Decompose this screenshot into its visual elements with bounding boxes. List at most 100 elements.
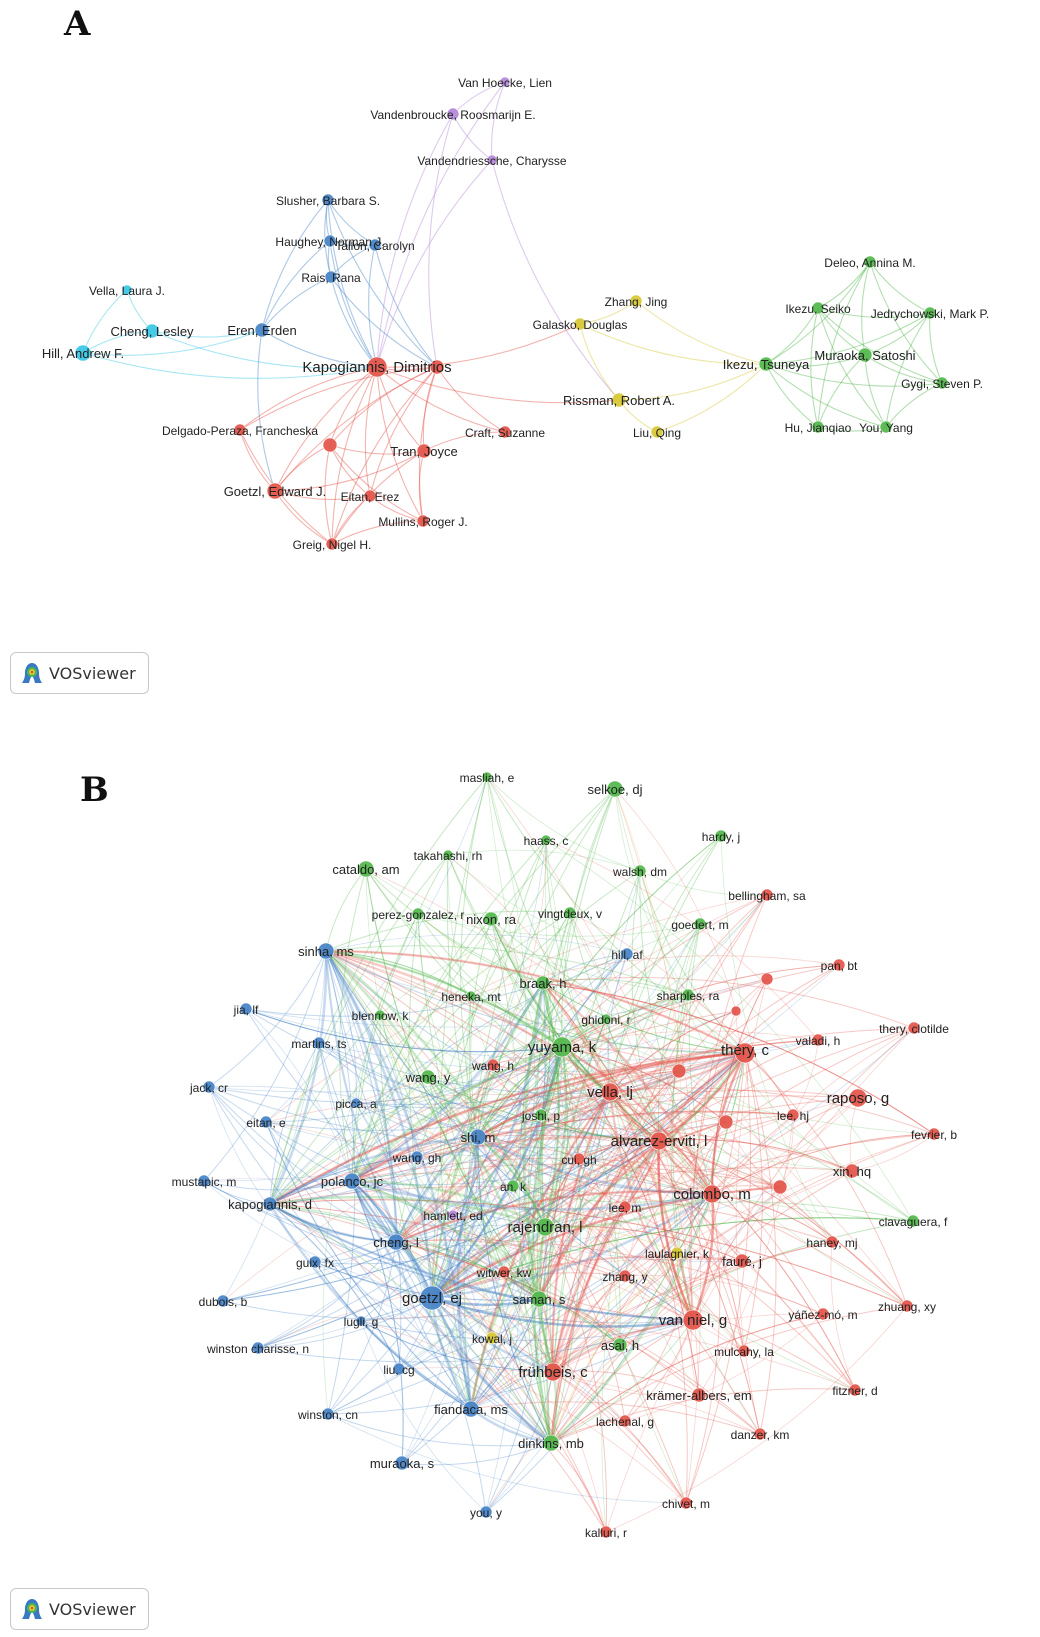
node-red_unlabeled1[interactable] [322, 437, 338, 453]
node-haass[interactable] [540, 834, 552, 846]
node-takahashi[interactable] [442, 849, 454, 861]
node-jia[interactable] [239, 1002, 253, 1016]
node-lachenal[interactable] [618, 1414, 632, 1428]
node-kowal[interactable] [485, 1331, 499, 1345]
node-muraoka[interactable] [394, 1455, 410, 1471]
node-fruhbeis[interactable] [543, 1362, 563, 1382]
node-red_u2[interactable] [730, 1005, 742, 1017]
node-witwer[interactable] [497, 1265, 511, 1279]
node-zhangy[interactable] [618, 1269, 632, 1283]
node-cuigh[interactable] [572, 1152, 586, 1166]
node-goetzl[interactable] [419, 1285, 445, 1311]
node-hill[interactable] [74, 344, 92, 362]
node-cheng[interactable] [387, 1233, 405, 1251]
node-mustapic[interactable] [197, 1174, 211, 1188]
node-fevrier[interactable] [927, 1127, 941, 1141]
node-youy[interactable] [479, 1505, 493, 1519]
node-masliah[interactable] [481, 771, 493, 783]
node-chivet[interactable] [679, 1496, 693, 1510]
node-red_u5[interactable] [772, 1179, 788, 1195]
node-asai[interactable] [612, 1337, 628, 1353]
node-tran[interactable] [416, 443, 432, 459]
node-winstonch[interactable] [251, 1341, 265, 1355]
node-vandenbroucke[interactable] [446, 107, 460, 121]
node-dinkins[interactable] [542, 1434, 560, 1452]
node-red_u1[interactable] [760, 972, 774, 986]
node-you[interactable] [879, 420, 893, 434]
node-danzer[interactable] [753, 1427, 767, 1441]
node-braak[interactable] [535, 975, 551, 991]
node-selkoe[interactable] [606, 780, 624, 798]
node-faure[interactable] [734, 1253, 750, 1269]
node-tallon[interactable] [368, 238, 382, 252]
node-blennow[interactable] [374, 1009, 386, 1021]
node-red_u3[interactable] [671, 1063, 687, 1079]
node-hardy[interactable] [714, 829, 728, 843]
node-craft[interactable] [498, 425, 512, 439]
node-theryc[interactable] [734, 1042, 756, 1064]
node-martins[interactable] [312, 1036, 326, 1050]
node-wanggh[interactable] [410, 1150, 424, 1164]
node-haney[interactable] [825, 1235, 839, 1249]
node-cataldo[interactable] [357, 860, 375, 878]
node-clavaguera[interactable] [906, 1214, 920, 1228]
node-vella[interactable] [121, 284, 133, 296]
node-jack[interactable] [202, 1080, 216, 1094]
node-alvarez[interactable] [649, 1131, 669, 1151]
node-goedert[interactable] [693, 917, 707, 931]
node-haughey[interactable] [323, 234, 337, 248]
node-vandendriessche[interactable] [486, 154, 498, 166]
node-valadi[interactable] [811, 1033, 825, 1047]
node-picca[interactable] [350, 1097, 362, 1109]
node-kapogiannis[interactable] [366, 356, 388, 378]
node-rajendran[interactable] [535, 1217, 555, 1237]
node-wangh[interactable] [486, 1058, 500, 1072]
node-eitan[interactable] [363, 489, 377, 503]
node-fitzner[interactable] [848, 1383, 862, 1397]
node-lugli[interactable] [355, 1315, 367, 1327]
node-hu[interactable] [811, 420, 825, 434]
node-ikezut[interactable] [758, 356, 774, 372]
node-heneka[interactable] [465, 990, 477, 1002]
node-vanniel[interactable] [682, 1309, 704, 1331]
node-sharples[interactable] [681, 988, 695, 1002]
node-nixon[interactable] [483, 911, 499, 927]
node-delgado[interactable] [233, 423, 247, 437]
node-colombo[interactable] [702, 1184, 722, 1204]
node-goetzl[interactable] [266, 482, 284, 500]
node-muraoka[interactable] [857, 347, 873, 363]
vosviewer-badge-a[interactable]: VOSviewer [10, 652, 149, 694]
node-hillaf[interactable] [620, 947, 634, 961]
node-liucg[interactable] [392, 1362, 406, 1376]
node-vingtdeux[interactable] [563, 906, 577, 920]
node-gygi[interactable] [935, 376, 949, 390]
node-kalluri[interactable] [599, 1525, 613, 1539]
node-wangy[interactable] [420, 1069, 436, 1085]
node-yanez[interactable] [816, 1307, 830, 1321]
node-galasko[interactable] [573, 317, 587, 331]
node-shi[interactable] [469, 1128, 487, 1146]
node-red_u4[interactable] [718, 1114, 734, 1130]
node-deleo[interactable] [863, 255, 877, 269]
node-greig[interactable] [325, 537, 339, 551]
node-cheng[interactable] [144, 323, 160, 339]
node-vanhoecke[interactable] [499, 76, 511, 88]
node-slusher[interactable] [321, 193, 335, 207]
node-leem[interactable] [618, 1200, 632, 1214]
node-hamlett[interactable] [447, 1209, 459, 1221]
node-ghidoni[interactable] [600, 1013, 612, 1025]
node-thery_c[interactable] [907, 1021, 921, 1035]
node-dubois[interactable] [216, 1294, 230, 1308]
node-ikezus[interactable] [811, 301, 825, 315]
node-panbt[interactable] [832, 958, 846, 972]
node-bellingham[interactable] [760, 888, 774, 902]
node-sinha[interactable] [317, 942, 335, 960]
node-guix[interactable] [308, 1255, 322, 1269]
node-mulcahy[interactable] [737, 1344, 751, 1358]
node-laulagnier[interactable] [670, 1246, 684, 1260]
node-vella_lj[interactable] [600, 1082, 620, 1102]
vosviewer-badge-b[interactable]: VOSviewer [10, 1588, 149, 1630]
node-zhuang[interactable] [900, 1299, 914, 1313]
node-yuyama[interactable] [551, 1036, 573, 1058]
node-rissman[interactable] [611, 392, 627, 408]
